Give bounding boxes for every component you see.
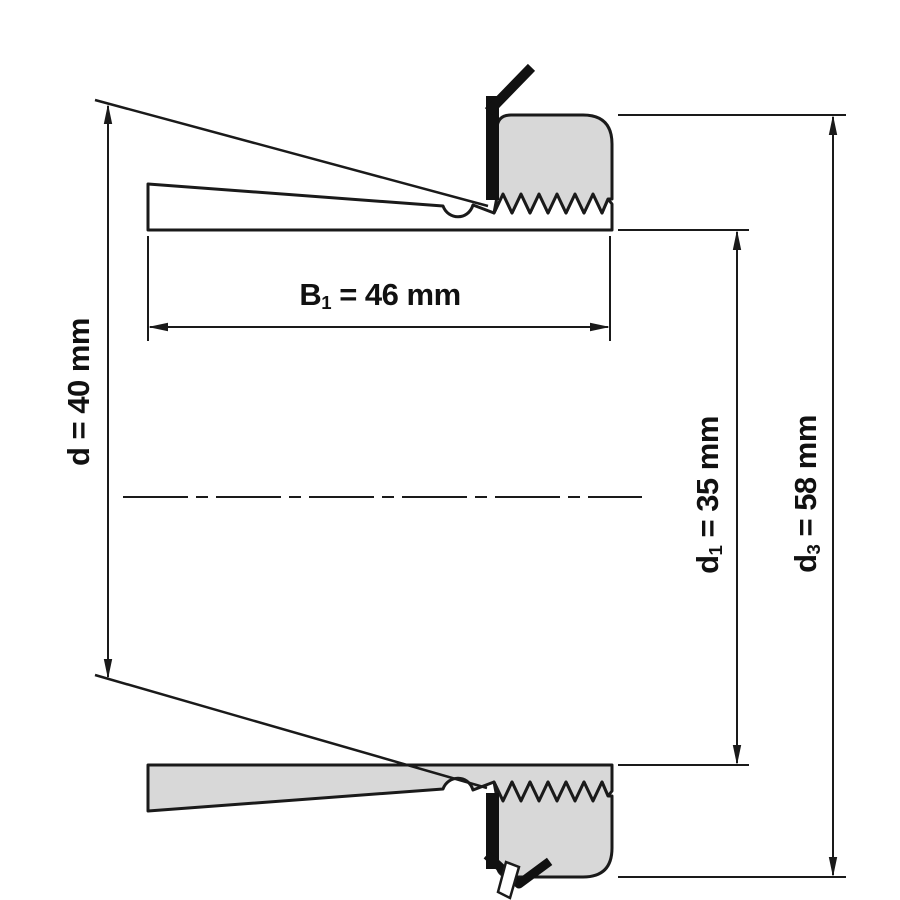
arrowhead-b1-right [590, 322, 610, 332]
dimension-symbol: d [61, 447, 96, 466]
locknut-section-bottom [492, 780, 614, 879]
lockwasher-bent-tab-bottom [483, 851, 553, 889]
dimension-value: = 58 mm [788, 415, 823, 545]
dimension-label-d3: d3 = 58 mm [788, 415, 824, 573]
dimension-subscript: 1 [321, 292, 332, 314]
dimension-label-b1: B1 = 46 mm [299, 277, 461, 314]
dimension-label-d1: d1 = 35 mm [690, 416, 726, 574]
arrowhead-d3-top [828, 115, 838, 135]
lockwasher-top [486, 96, 499, 200]
taper-extension-line-top [94, 98, 489, 208]
arrowhead-d1-top [732, 230, 742, 250]
dimension-label-d: d = 40 mm [61, 318, 97, 466]
dimension-value: = 35 mm [690, 416, 725, 546]
arrowhead-d-bottom [103, 659, 113, 679]
arrowhead-b1-left [148, 322, 168, 332]
dimension-value: = 46 mm [331, 277, 461, 312]
arrowhead-d-top [103, 104, 113, 124]
dimension-value: = 40 mm [61, 318, 96, 448]
dimension-subscript: 1 [705, 545, 727, 556]
dimension-symbol: d [788, 554, 823, 573]
arrowhead-d1-bottom [732, 745, 742, 765]
lockwasher-bottom [486, 793, 499, 869]
locknut-section-top [492, 113, 614, 215]
dimension-symbol: B [299, 277, 322, 312]
arrowhead-d3-bottom [828, 857, 838, 877]
lockwasher-bent-tab-top [484, 63, 536, 116]
lockwasher-locking-blade-bottom [496, 860, 521, 900]
taper-extension-line-bottom [94, 673, 488, 790]
dimension-symbol: d [690, 555, 725, 574]
dimension-subscript: 3 [803, 544, 825, 555]
